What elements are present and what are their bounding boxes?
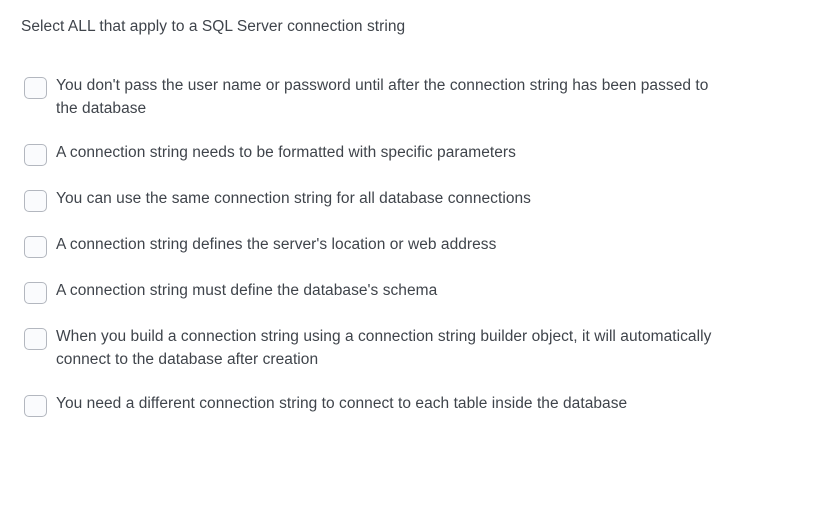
option-row[interactable]: A connection string defines the server's…	[0, 225, 813, 258]
option-label[interactable]: You need a different connection string t…	[56, 395, 628, 412]
option-row[interactable]: You need a different connection string t…	[0, 384, 813, 417]
option-label[interactable]: A connection string needs to be formatte…	[56, 144, 516, 161]
option-label[interactable]: You can use the same connection string f…	[56, 190, 531, 207]
option-label[interactable]: You don't pass the user name or password…	[56, 77, 709, 117]
option-label[interactable]: When you build a connection string using…	[56, 328, 712, 368]
option-label[interactable]: A connection string must define the data…	[56, 282, 438, 299]
checkbox-icon[interactable]	[24, 282, 47, 304]
question-prompt: Select ALL that apply to a SQL Server co…	[21, 18, 406, 35]
option-row[interactable]: A connection string must define the data…	[0, 271, 813, 304]
options-list: You don't pass the user name or password…	[0, 66, 813, 417]
checkbox-icon[interactable]	[24, 328, 47, 350]
option-row[interactable]: A connection string needs to be formatte…	[0, 133, 813, 166]
option-label[interactable]: A connection string defines the server's…	[56, 236, 497, 253]
option-row[interactable]: When you build a connection string using…	[0, 317, 813, 371]
option-row[interactable]: You don't pass the user name or password…	[0, 66, 813, 120]
checkbox-icon[interactable]	[24, 395, 47, 417]
checkbox-icon[interactable]	[24, 236, 47, 258]
option-row[interactable]: You can use the same connection string f…	[0, 179, 813, 212]
checkbox-icon[interactable]	[24, 144, 47, 166]
checkbox-icon[interactable]	[24, 190, 47, 212]
checkbox-icon[interactable]	[24, 77, 47, 99]
